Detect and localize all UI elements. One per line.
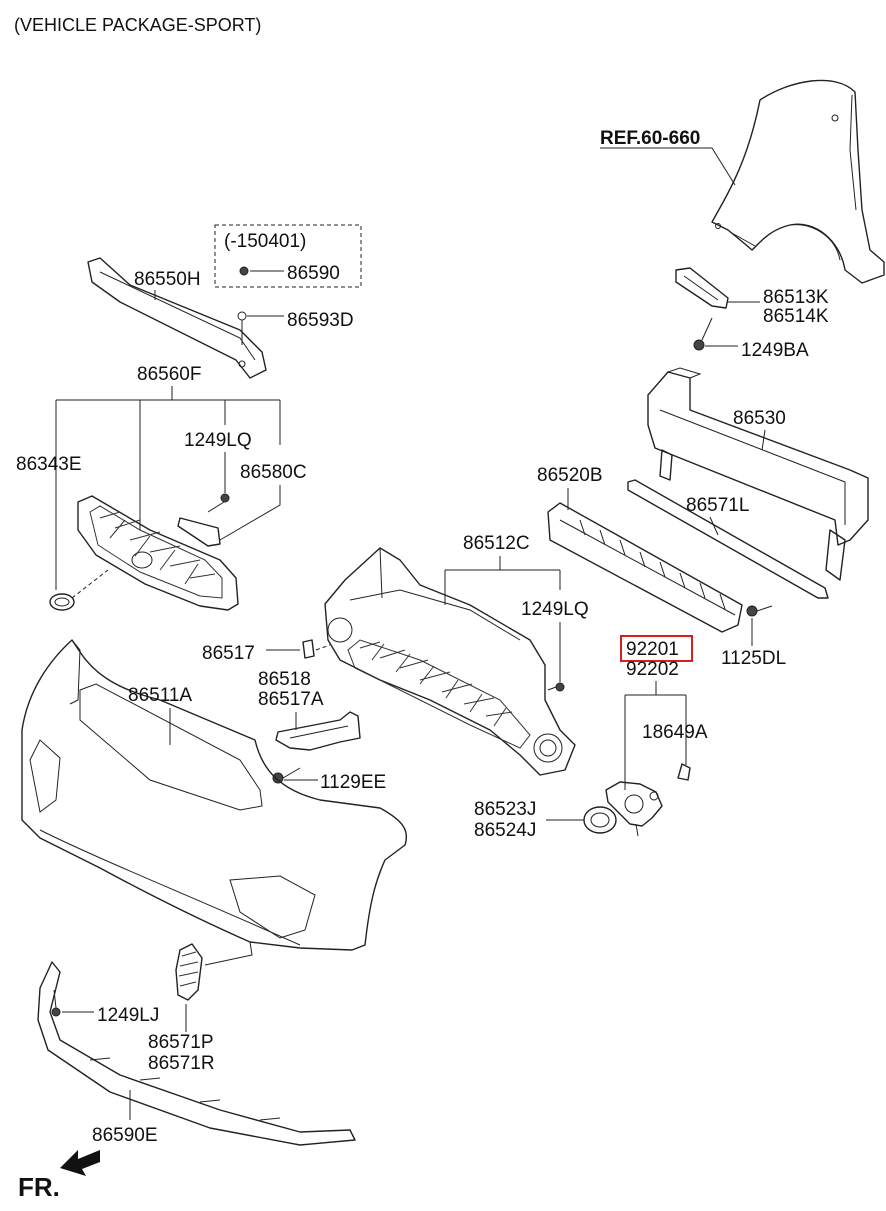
leader-86530: [761, 429, 766, 451]
highlight-box-92201: [620, 635, 693, 662]
clip-86590-drawing: [239, 266, 249, 276]
callout-86571r: 86571R: [148, 1053, 215, 1074]
callout-86530: 86530: [733, 408, 786, 429]
callout-86511a: 86511A: [128, 685, 192, 706]
callout-92201: 92201: [626, 639, 679, 660]
callout-92202: 92202: [626, 659, 679, 680]
fog-lamp-drawing: [605, 781, 663, 837]
lower-grille-86512c-drawing: [324, 547, 576, 776]
lamp-cover-86571p-drawing: [175, 943, 203, 1001]
callout-86593d: 86593D: [287, 310, 354, 331]
callout-86571l: 86571L: [686, 495, 749, 516]
callout-18649a: 18649A: [642, 722, 708, 743]
date-range-box: [214, 224, 362, 288]
front-arrow-icon: [60, 1150, 100, 1176]
callout-86560f: 86560F: [137, 364, 201, 385]
callout-1249lq-upper: 1249LQ: [184, 430, 252, 451]
callout-86520b: 86520B: [537, 465, 603, 486]
bolt-86593d-drawing: [237, 311, 247, 345]
callout-86513k: 86513K: [763, 287, 829, 308]
bracket-86550h-drawing: [87, 257, 267, 379]
callout-1249ba: 1249BA: [741, 340, 809, 361]
reference-leader: [600, 147, 736, 186]
emblem-mount-dashes: [71, 569, 109, 599]
date-note-label: (-150401): [224, 231, 306, 252]
bolt-1129ee-drawing: [272, 767, 301, 784]
back-beam-drawing: [647, 367, 869, 581]
callout-86590e: 86590E: [92, 1125, 158, 1146]
lower-lip-86590e-drawing: [37, 961, 356, 1146]
callout-86571p: 86571P: [148, 1032, 214, 1053]
callout-86517a: 86517A: [258, 689, 324, 710]
clip-86517-dashes: [315, 644, 331, 651]
bar-86571l-drawing: [627, 479, 829, 599]
callout-86550h: 86550H: [134, 269, 201, 290]
callout-86580c: 86580C: [240, 462, 307, 483]
direction-label: FR.: [18, 1172, 60, 1202]
bracket-86580c-drawing: [177, 517, 221, 547]
diagram-title: (VEHICLE PACKAGE-SPORT): [14, 15, 261, 35]
callout-1125dl: 1125DL: [721, 648, 786, 669]
emblem-86343e-drawing: [49, 593, 75, 611]
callout-86514k: 86514K: [763, 306, 829, 327]
callout-86524j: 86524J: [474, 820, 536, 841]
callout-86523j: 86523J: [474, 799, 536, 820]
fog-lamp-bezel-drawing: [583, 806, 617, 834]
leader-92201: [624, 681, 687, 790]
leader-86580c: [219, 485, 281, 541]
callout-86512c: 86512C: [463, 533, 530, 554]
leader-86512c: [444, 556, 561, 605]
bulb-18649a-drawing: [677, 763, 691, 781]
absorber-86520b-drawing: [547, 502, 743, 633]
bolt-1249lq-lower-drawing: [547, 682, 565, 692]
callout-86590: 86590: [287, 263, 340, 284]
clip-86517-drawing: [302, 639, 315, 659]
leader-86571l: [709, 516, 719, 536]
fender-bracket-drawing: [675, 267, 729, 309]
bolt-1249lq-upper-drawing: [207, 493, 230, 513]
callout-86517: 86517: [202, 643, 255, 664]
bumper-cover-86511a-drawing: [21, 639, 407, 966]
callout-1129ee: 1129EE: [320, 772, 386, 793]
bolt-1249lj-drawing: [51, 989, 61, 1017]
callout-1249lj: 1249LJ: [97, 1005, 159, 1026]
screw-1249ba-drawing: [693, 317, 713, 351]
bolt-1125dl-drawing: [746, 605, 773, 617]
callout-86343e: 86343E: [16, 454, 82, 475]
reference-label: REF.60-660: [600, 128, 700, 149]
fender-drawing: [711, 79, 885, 284]
callout-86518: 86518: [258, 669, 311, 690]
leader-86560f: [55, 386, 281, 590]
callout-1249lq-lower: 1249LQ: [521, 599, 589, 620]
grille-86560f-drawing: [77, 495, 239, 611]
side-bracket-drawing: [275, 711, 361, 751]
